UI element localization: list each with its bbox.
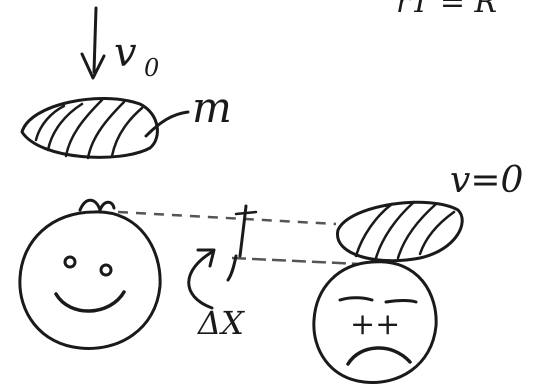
top-fragment-text: rT = R: [396, 0, 497, 20]
sad-face-marks: ++: [350, 307, 400, 342]
initial-velocity-subscript: 0: [144, 54, 159, 82]
final-velocity-label: v=0: [450, 160, 523, 201]
curved-arrow-icon: [187, 248, 216, 310]
mass-label: m: [192, 83, 232, 132]
arrow-down-icon: [80, 6, 106, 80]
initial-velocity-label: v: [114, 30, 137, 76]
striped-blob-icon: [20, 97, 159, 160]
frowning-face-icon: ++: [312, 260, 438, 384]
smiley-face-icon: [18, 198, 162, 350]
displacement-label: ΔX: [196, 304, 245, 342]
striped-blob-icon: [336, 200, 464, 263]
